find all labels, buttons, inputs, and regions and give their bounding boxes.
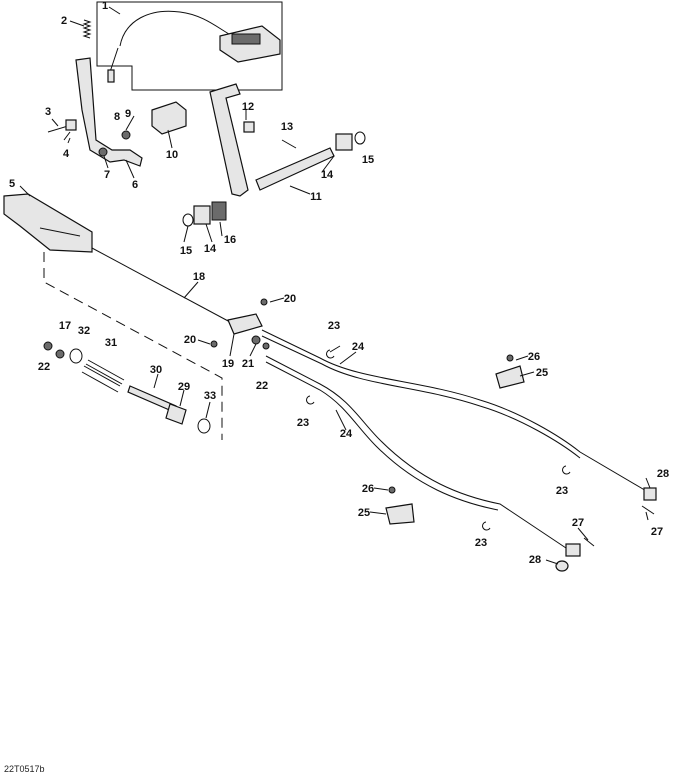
- part-14-bushing-upper: [335, 133, 353, 151]
- part-32-washer: [69, 348, 83, 364]
- part-17-washer: [55, 349, 65, 359]
- part-7-nut: [98, 147, 108, 157]
- callout-24-upper: 24: [352, 341, 365, 353]
- callout-27-upper: 27: [651, 526, 663, 538]
- part-26-screw-upper: [506, 354, 514, 362]
- callout-5: 5: [9, 178, 15, 190]
- callout-3: 3: [45, 106, 51, 118]
- part-20-screw-lower: [210, 340, 218, 348]
- inset-box: [96, 1, 283, 91]
- part-23-clip-a: [326, 349, 335, 359]
- part-26-screw-lower: [388, 486, 396, 494]
- callout-labels: 1 2 3 4 5 6 7 8 9 10 11 12 13 14 14 15 1…: [9, 0, 669, 566]
- part-29-sleeve: [165, 403, 187, 425]
- part-20-screw-upper: [260, 298, 268, 306]
- callout-19: 19: [222, 358, 234, 370]
- callout-27-lower: 27: [572, 517, 584, 529]
- callout-30: 30: [150, 364, 162, 376]
- callout-23-b: 23: [297, 417, 309, 429]
- callout-12: 12: [242, 101, 254, 113]
- part-27-pin-lower: [583, 537, 595, 547]
- part-5-lever-arm: [3, 193, 93, 253]
- callout-15-lower: 15: [180, 245, 192, 257]
- part-15-washer-upper: [354, 131, 366, 145]
- callout-26-upper: 26: [528, 351, 540, 363]
- part-19-junction-block: [227, 313, 263, 335]
- figure-reference: 22T0517b: [4, 764, 45, 774]
- callout-22-left: 22: [38, 361, 50, 373]
- part-21-nut: [251, 335, 261, 345]
- part-23-clip-b: [306, 395, 315, 405]
- dashed-guide: [43, 252, 223, 440]
- callout-32: 32: [78, 325, 90, 337]
- callout-25-upper: 25: [536, 367, 548, 379]
- callout-14-upper: 14: [321, 169, 334, 181]
- part-27-pin-upper: [641, 505, 655, 515]
- part-22-nut-left: [43, 341, 53, 351]
- callout-15-upper: 15: [362, 154, 374, 166]
- callout-7: 7: [104, 169, 110, 181]
- part-9-bolt: [125, 115, 135, 131]
- part-8-washer: [121, 130, 131, 140]
- part-28-end-upper: [643, 487, 657, 501]
- part-1-sensor-cable: [107, 10, 281, 83]
- part-28-end-lower: [565, 543, 581, 557]
- part-23-clip-c: [562, 465, 571, 475]
- callout-33: 33: [204, 390, 216, 402]
- callout-13: 13: [281, 121, 293, 133]
- callout-26-lower: 26: [362, 483, 374, 495]
- part-18-rod: [91, 247, 231, 323]
- part-15-washer-lower: [182, 213, 194, 227]
- part-25-clamp-lower: [385, 503, 415, 525]
- callout-2: 2: [61, 15, 67, 27]
- leader-lines: [19, 6, 651, 565]
- part-2-spring: [82, 19, 92, 39]
- part-24-cable-upper: [261, 329, 649, 493]
- part-4-pin: [63, 131, 71, 141]
- callout-20-upper: 20: [284, 293, 296, 305]
- callout-21: 21: [242, 358, 254, 370]
- part-23-clip-d: [482, 521, 491, 531]
- callout-23-d: 23: [475, 537, 487, 549]
- part-3-bolt: [47, 119, 77, 133]
- callout-22-right: 22: [256, 380, 268, 392]
- callout-1: 1: [102, 0, 108, 12]
- part-13-pin: [281, 139, 297, 149]
- callout-11: 11: [310, 191, 322, 203]
- part-16-spring: [211, 201, 227, 221]
- part-33-washer: [197, 418, 211, 434]
- part-6-pedal-lever: [75, 57, 143, 167]
- callout-4: 4: [63, 148, 70, 160]
- callout-20-lower: 20: [184, 334, 196, 346]
- part-12-bracket: [209, 83, 255, 197]
- callout-25-lower: 25: [358, 507, 370, 519]
- part-22-nut-right: [262, 342, 270, 350]
- callout-23-a: 23: [328, 320, 340, 332]
- part-31-spring: [81, 359, 125, 393]
- part-14-bushing-lower: [193, 205, 211, 225]
- callout-18: 18: [193, 271, 205, 283]
- callout-17: 17: [59, 320, 71, 332]
- callout-28-upper: 28: [657, 468, 669, 480]
- part-25-clamp-upper: [495, 365, 525, 389]
- callout-10: 10: [166, 149, 178, 161]
- callout-24-lower: 24: [340, 428, 353, 440]
- part-24-cable-lower: [265, 355, 567, 549]
- callout-6: 6: [132, 179, 138, 191]
- callout-14-lower: 14: [204, 243, 217, 255]
- part-28-knob-lower: [555, 560, 569, 572]
- callout-8: 8: [114, 111, 120, 123]
- callout-9: 9: [125, 108, 131, 120]
- callout-31: 31: [105, 337, 117, 349]
- callout-28-lower: 28: [529, 554, 541, 566]
- callout-29: 29: [178, 381, 190, 393]
- callout-16: 16: [224, 234, 236, 246]
- callout-23-c: 23: [556, 485, 568, 497]
- part-10-pedal-pad: [151, 101, 187, 135]
